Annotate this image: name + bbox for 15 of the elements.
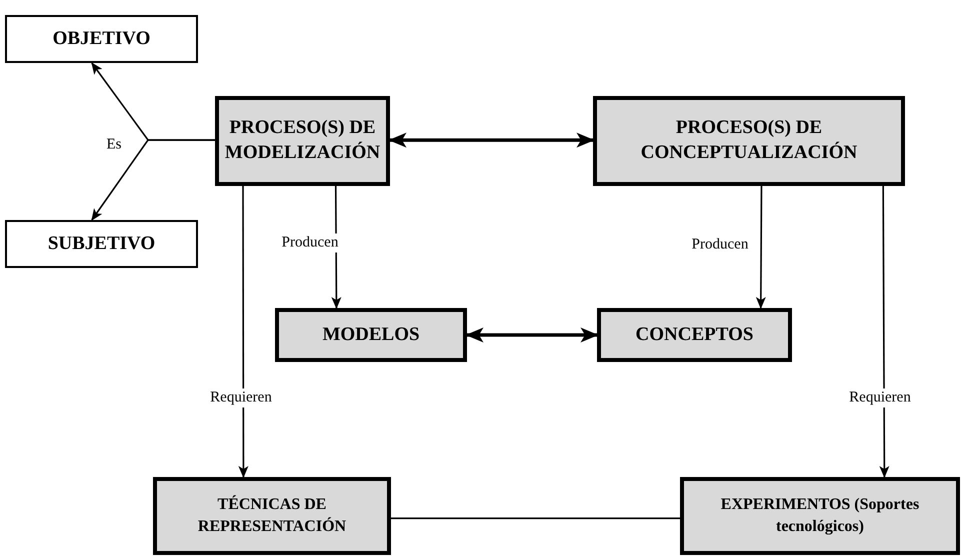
arrow xyxy=(756,186,766,309)
arrow xyxy=(466,328,598,342)
process-box: EXPERIMENTOS (Soportes tecnológicos) xyxy=(680,477,960,555)
process-box: CONCEPTOS xyxy=(597,308,792,362)
process-box: PROCESO(S) DE CONCEPTUALIZACIÓN xyxy=(593,96,905,186)
arrow xyxy=(91,139,215,221)
process-box: TÉCNICAS DE REPRESENTACIÓN xyxy=(153,477,391,555)
text-box: SUBJETIVO xyxy=(5,220,198,268)
arrow xyxy=(238,186,248,478)
connector-line xyxy=(391,518,680,520)
arrow xyxy=(879,186,890,478)
arrow xyxy=(388,132,594,148)
process-box: MODELOS xyxy=(275,308,467,362)
text-box: OBJETIVO xyxy=(5,15,198,63)
process-box: PROCESO(S) DE MODELIZACIÓN xyxy=(215,96,390,186)
